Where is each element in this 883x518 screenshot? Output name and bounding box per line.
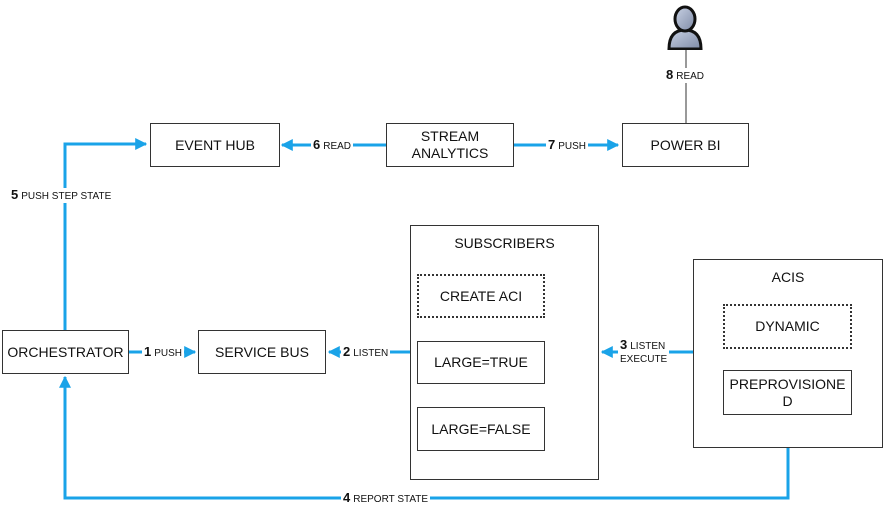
step-text-1: PUSH bbox=[154, 348, 183, 359]
step-text-2: LISTEN bbox=[353, 348, 389, 359]
step-number-2: 2 bbox=[343, 344, 351, 359]
acis-title: ACIS bbox=[771, 269, 805, 285]
preprovisioned-label-line1: PREPROVISIONE bbox=[729, 375, 846, 392]
step-number-3: 3 bbox=[620, 337, 628, 352]
event-hub-label: EVENT HUB bbox=[175, 136, 255, 153]
service-bus-node: SERVICE BUS bbox=[198, 330, 326, 374]
step-text-4: REPORT STATE bbox=[353, 494, 429, 505]
event-hub-node: EVENT HUB bbox=[150, 123, 280, 167]
stream-analytics-node: STREAM ANALYTICS bbox=[386, 123, 514, 167]
dynamic-item: DYNAMIC bbox=[723, 304, 852, 349]
power-bi-label: POWER BI bbox=[650, 136, 721, 153]
dynamic-label: DYNAMIC bbox=[755, 318, 820, 334]
service-bus-label: SERVICE BUS bbox=[215, 343, 309, 360]
large-false-label: LARGE=FALSE bbox=[431, 420, 531, 437]
step-text-6: READ bbox=[323, 141, 352, 152]
step-number-7: 7 bbox=[548, 137, 556, 152]
edge-push-step-state bbox=[63, 138, 148, 330]
step-number-4: 4 bbox=[343, 490, 351, 505]
step-text-8: READ bbox=[676, 71, 705, 82]
step-number-8: 8 bbox=[666, 67, 674, 82]
step-text-3: LISTEN bbox=[630, 341, 666, 352]
step-number-6: 6 bbox=[313, 137, 321, 152]
orchestrator-label: ORCHESTRATOR bbox=[7, 343, 124, 360]
acis-container: ACIS bbox=[693, 259, 883, 448]
large-true-item: LARGE=TRUE bbox=[417, 341, 545, 384]
large-false-item: LARGE=FALSE bbox=[417, 407, 545, 451]
orchestrator-node: ORCHESTRATOR bbox=[2, 330, 129, 374]
step-number-5: 5 bbox=[11, 187, 19, 202]
step-number-1: 1 bbox=[144, 344, 152, 359]
step-text-7: PUSH bbox=[558, 141, 587, 152]
user-icon bbox=[667, 5, 703, 50]
preprovisioned-label-line2: D bbox=[782, 392, 793, 409]
create-aci-item: CREATE ACI bbox=[417, 274, 545, 318]
large-true-label: LARGE=TRUE bbox=[434, 354, 528, 370]
preprovisioned-item: PREPROVISIONE D bbox=[723, 370, 852, 415]
subscribers-title: SUBSCRIBERS bbox=[454, 235, 555, 251]
power-bi-node: POWER BI bbox=[622, 123, 749, 167]
create-aci-label: CREATE ACI bbox=[439, 287, 523, 304]
stream-analytics-label-line2: ANALYTICS bbox=[411, 145, 489, 161]
step-text-3b: EXECUTE bbox=[620, 354, 668, 365]
step-text-5: PUSH STEP STATE bbox=[21, 191, 112, 202]
stream-analytics-label-line1: STREAM bbox=[420, 128, 480, 144]
